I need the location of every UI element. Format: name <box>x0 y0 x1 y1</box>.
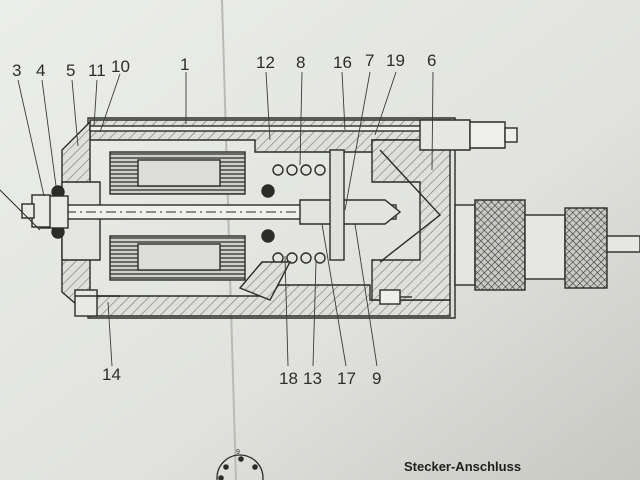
callout-3: 3 <box>12 61 22 80</box>
leader-lines <box>17 71 434 367</box>
callout-1: 1 <box>180 55 190 74</box>
callout-4: 4 <box>36 61 46 80</box>
callout-17: 17 <box>337 369 356 388</box>
connector-caption: Stecker-Anschluss <box>404 459 522 474</box>
callout-11: 11 <box>88 61 106 80</box>
callout-16: 16 <box>333 53 352 72</box>
callout-18: 18 <box>279 369 298 388</box>
connector-pin-diagram <box>216 454 264 480</box>
callout-6: 6 <box>427 51 437 70</box>
callout-13: 13 <box>303 369 322 388</box>
callout-8: 8 <box>296 53 306 72</box>
callout-19: 19 <box>386 51 405 70</box>
connector-pin-label: 9 <box>236 449 240 456</box>
callout-10: 10 <box>111 57 130 76</box>
callout-5: 5 <box>66 61 76 80</box>
callout-12: 12 <box>256 53 275 72</box>
callout-9: 9 <box>372 369 382 388</box>
callout-7: 7 <box>365 51 375 70</box>
callout-14: 14 <box>102 365 121 384</box>
